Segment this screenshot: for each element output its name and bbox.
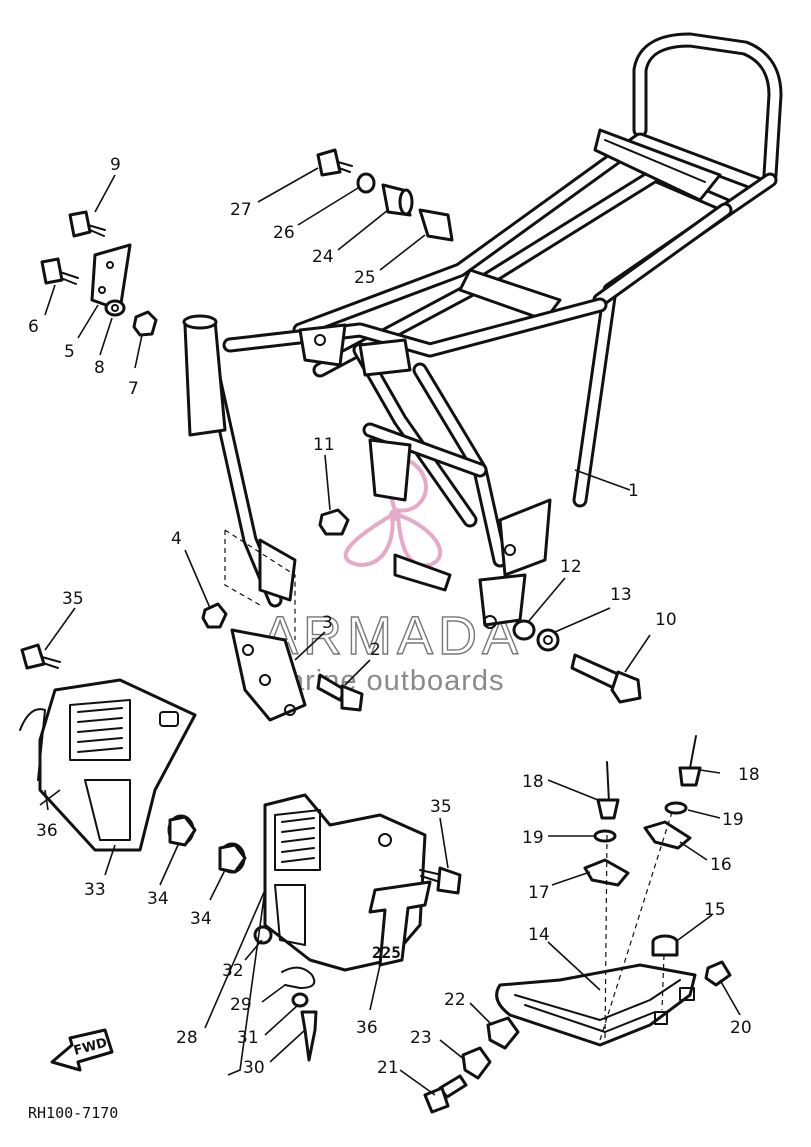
clip-nut-16 (643, 820, 692, 850)
callout-36-left: 36 (36, 821, 58, 841)
skid-plate (423, 735, 732, 1114)
callout-21: 21 (377, 1058, 399, 1078)
callout-27: 27 (230, 200, 252, 220)
collar-25 (418, 208, 454, 242)
callout-19-right: 19 (722, 810, 744, 830)
callout-25: 25 (354, 268, 376, 288)
screw-18-left (596, 761, 620, 820)
nut-7 (132, 310, 158, 337)
emblem-decal: 225 (368, 880, 432, 967)
engine-mount-hardware-right (316, 619, 642, 712)
washer-19-right (664, 801, 688, 815)
callout-9: 9 (110, 155, 121, 175)
callout-32: 32 (222, 961, 244, 981)
callout-10: 10 (655, 610, 677, 630)
screw-18-right (678, 735, 702, 787)
washer-19-left (593, 829, 617, 843)
watermark-brand: ARMADA (262, 606, 523, 666)
grommet-34-left (167, 814, 197, 847)
callout-18-right: 18 (738, 765, 760, 785)
callout-15: 15 (704, 900, 726, 920)
callout-19-left: 19 (522, 828, 544, 848)
nut-11 (318, 508, 350, 536)
callout-12: 12 (560, 557, 582, 577)
fwd-direction-arrow: FWD (50, 1028, 114, 1072)
pin-30 (300, 1010, 318, 1062)
callout-11: 11 (313, 435, 335, 455)
callout-34-left: 34 (147, 889, 169, 909)
diagram-code: RH100-7170 (28, 1104, 118, 1122)
washer-31 (291, 992, 309, 1008)
damper-20 (704, 960, 732, 987)
callout-36-right: 36 (356, 1018, 378, 1038)
callout-6: 6 (28, 317, 39, 337)
bolt-10 (570, 653, 642, 704)
callout-3: 3 (322, 613, 333, 633)
callout-35-left: 35 (62, 589, 84, 609)
callout-5: 5 (64, 342, 75, 362)
callout-26: 26 (273, 223, 295, 243)
emblem-text: 225 (372, 943, 401, 962)
callout-35-right: 35 (430, 797, 452, 817)
callout-22: 22 (444, 990, 466, 1010)
engine-guard-right: 225 (218, 793, 462, 1062)
callout-33: 33 (84, 880, 106, 900)
collar-23 (461, 1046, 492, 1080)
nut-4 (201, 602, 228, 629)
washer-12 (512, 619, 536, 641)
callout-17: 17 (528, 883, 550, 903)
washer-26 (356, 172, 376, 194)
callout-1: 1 (628, 481, 639, 501)
callout-8: 8 (94, 358, 105, 378)
bolt-2 (316, 673, 364, 712)
callout-4: 4 (171, 529, 182, 549)
washer-13 (536, 628, 560, 652)
callout-2: 2 (370, 640, 381, 660)
callout-24: 24 (312, 247, 334, 267)
damper-22 (486, 1016, 520, 1050)
callout-16: 16 (710, 855, 732, 875)
callout-14: 14 (528, 925, 550, 945)
leader-lines (39, 167, 741, 1096)
main-frame (182, 32, 783, 722)
callout-18-left: 18 (522, 772, 544, 792)
callout-31: 31 (237, 1028, 259, 1048)
callout-7: 7 (128, 379, 139, 399)
bolt-35-left (20, 643, 61, 670)
grommet-34-right (218, 842, 247, 874)
engine-guard-left (19, 643, 197, 852)
bolt-35-right (419, 866, 462, 895)
bolt-9 (68, 210, 106, 238)
clip-29 (281, 966, 316, 989)
bolt-27 (316, 148, 353, 177)
callout-34-right: 34 (190, 909, 212, 929)
callout-28: 28 (176, 1028, 198, 1048)
bolt-6 (40, 257, 79, 285)
cap-15 (651, 934, 679, 957)
engine-mount-hardware-upper (40, 148, 454, 629)
bolt-21 (423, 1074, 468, 1114)
callout-29: 29 (230, 995, 252, 1015)
callout-20: 20 (730, 1018, 752, 1038)
callout-13: 13 (610, 585, 632, 605)
callout-23: 23 (410, 1028, 432, 1048)
washer-8 (104, 299, 126, 317)
callout-30: 30 (243, 1058, 265, 1078)
callout-numbers: 1 2 3 4 5 6 7 8 9 10 11 12 13 14 15 16 1… (28, 155, 760, 1078)
